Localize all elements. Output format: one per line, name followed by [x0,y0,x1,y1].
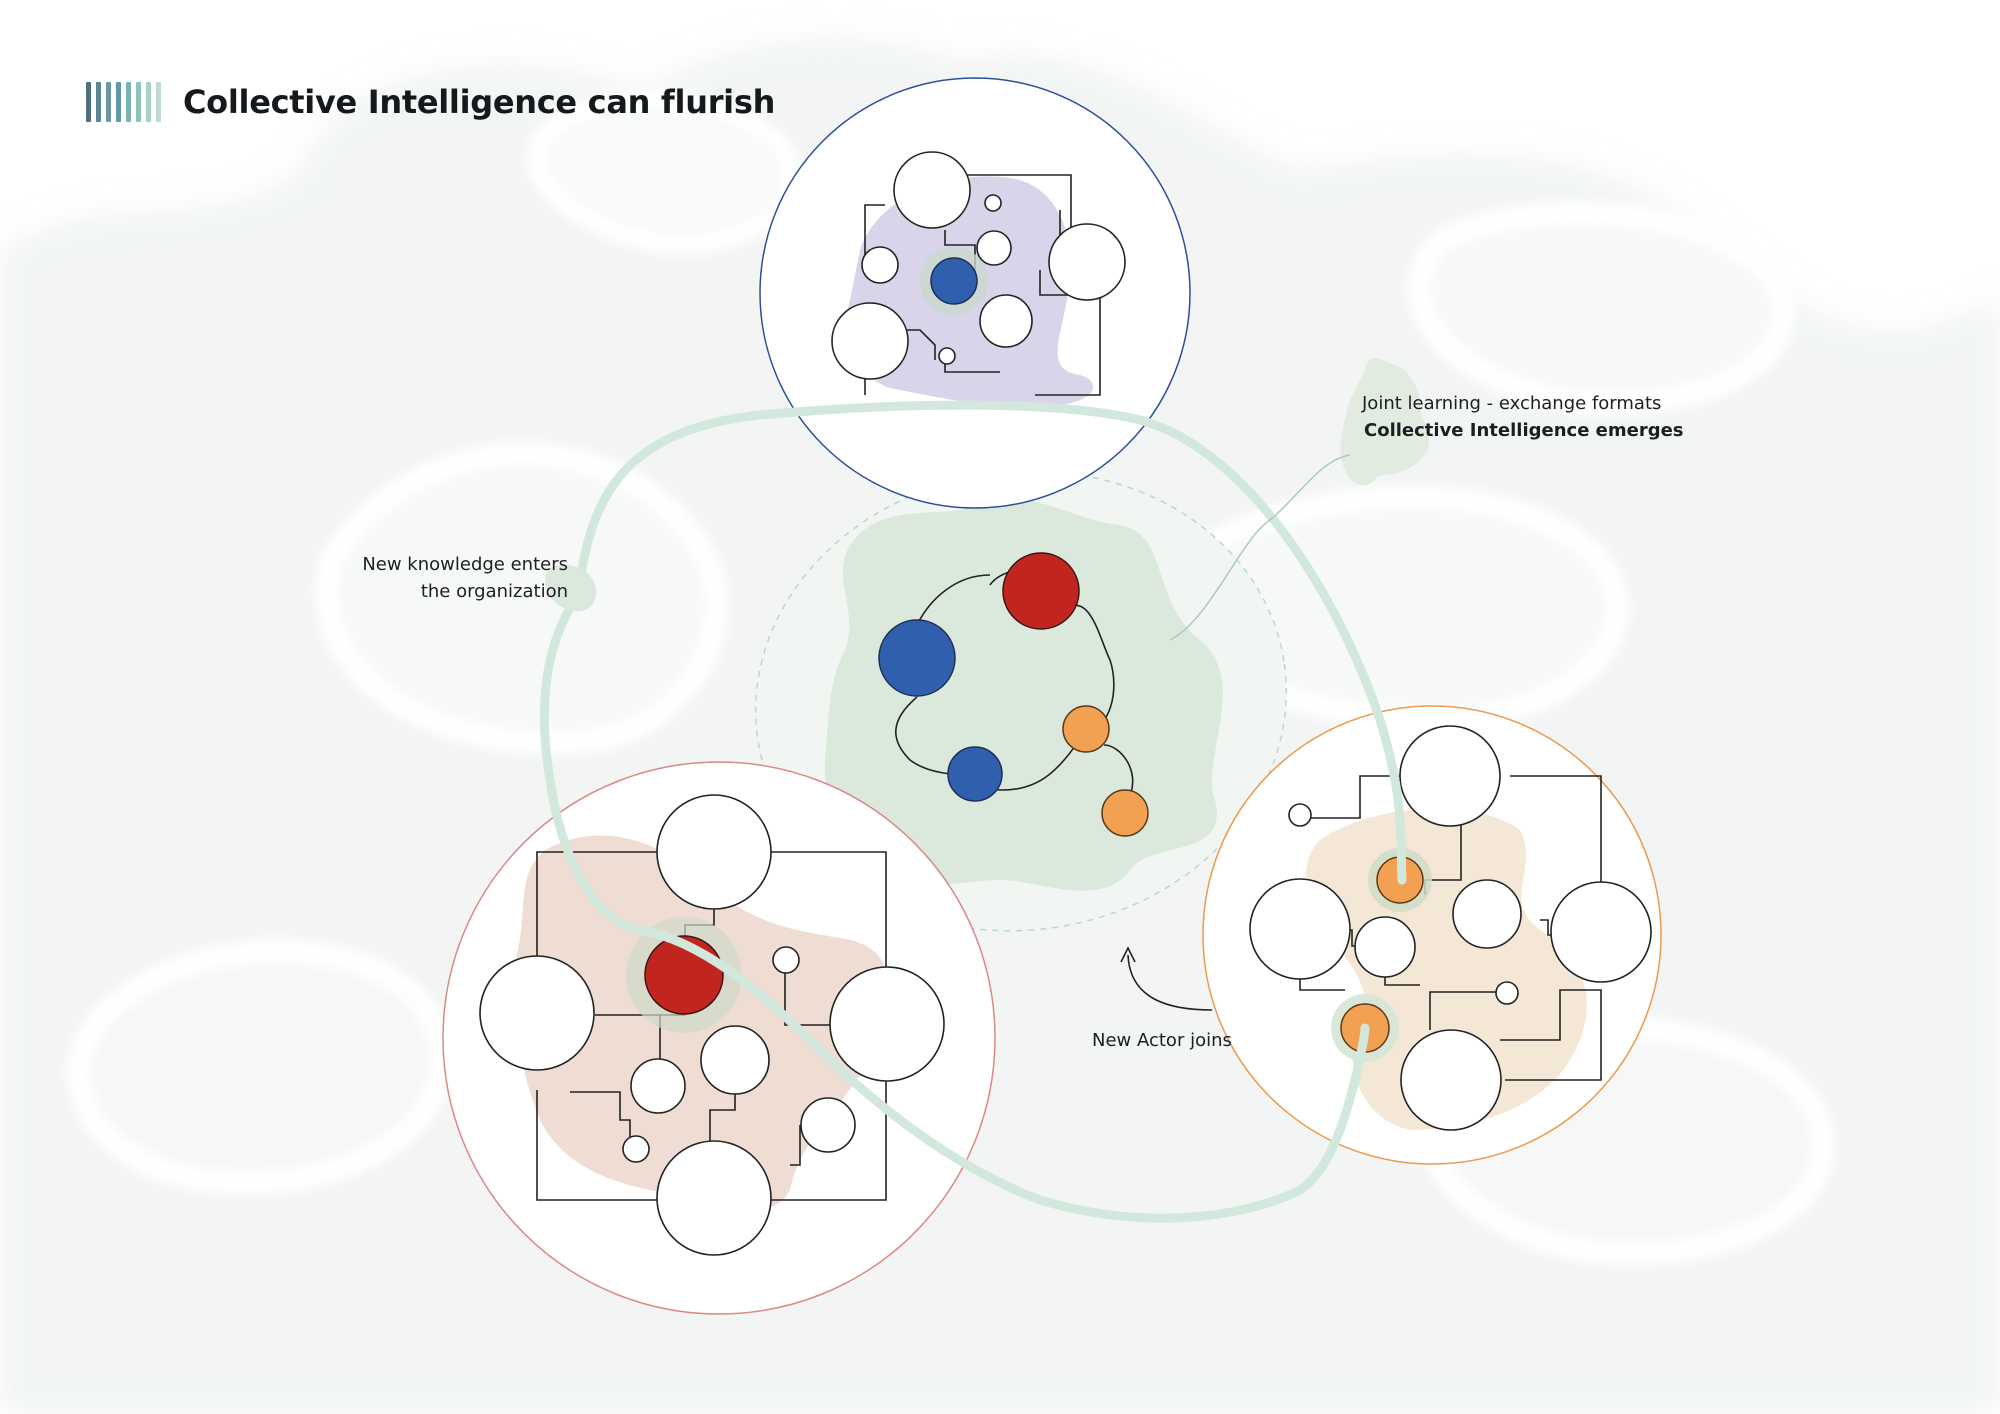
knowledge-flow-path [539,400,1407,1223]
joint-learning-line: Joint learning - exchange formats [1362,393,1662,414]
title-bar-stripe [156,82,161,122]
title-bars-icon [86,82,161,122]
joint-learning-connector [1169,358,1429,641]
title-bar-stripe [146,82,151,122]
core-network [878,552,1149,837]
page-title: Collective Intelligence can flurish [183,83,776,121]
new-actor-label: New Actor joins [1092,1030,1232,1051]
joint-learning-label: Joint learning - exchange formats Collec… [1362,390,1684,444]
title-bar-stripe [116,82,121,122]
title-bar-stripe [126,82,131,122]
new-knowledge-line2: the organization [420,581,568,602]
title-bar-stripe [106,82,111,122]
new-knowledge-line1: New knowledge enters [362,554,568,575]
red-community [442,761,996,1315]
title-bar-stripe [86,82,91,122]
title-bar-stripe [136,82,141,122]
arrow-up-curve-icon [1120,946,1213,1011]
title-bar-stripe [96,82,101,122]
new-knowledge-label: New knowledge enters the organization [326,551,568,605]
blue-community [759,77,1191,509]
orange-community [1202,705,1662,1165]
collective-emerges-line: Collective Intelligence emerges [1364,420,1684,441]
header: Collective Intelligence can flurish [86,82,775,122]
